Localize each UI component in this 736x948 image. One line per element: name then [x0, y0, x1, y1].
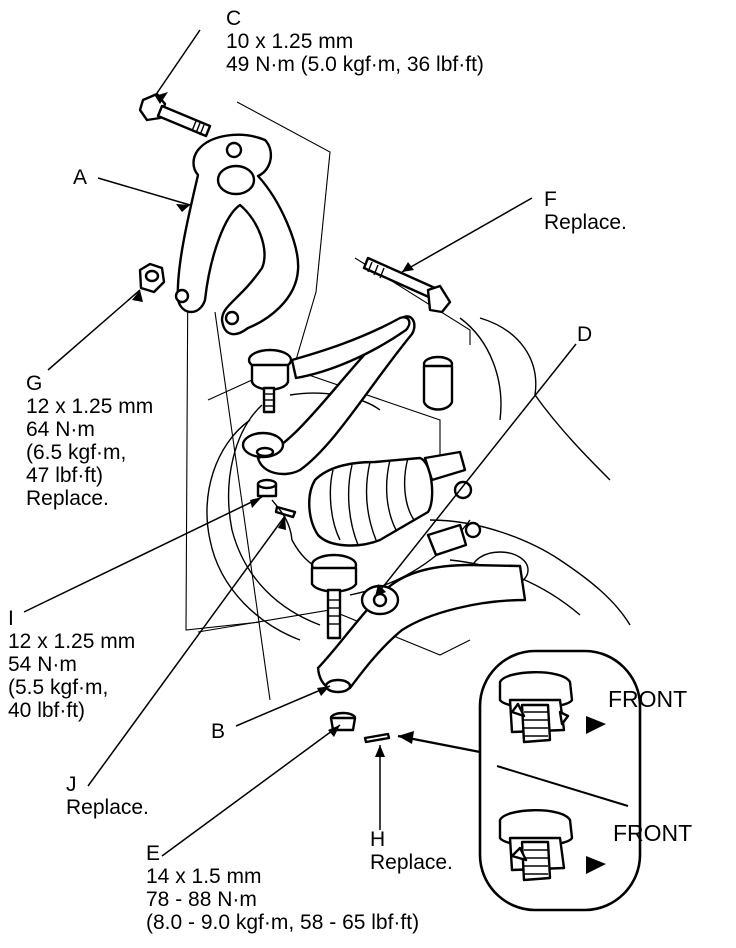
detail-inset [478, 649, 642, 912]
label-g: G 12 x 1.25 mm 64 N·m (6.5 kgf·m, 47 lbf… [26, 372, 153, 510]
detail-arrow [397, 731, 481, 754]
label-g-line-5: Replace. [26, 487, 109, 510]
label-g-line-4: 47 lbf·ft) [26, 464, 104, 487]
label-e: E 14 x 1.5 mm 78 - 88 N·m (8.0 - 9.0 kgf… [146, 842, 419, 934]
label-e-line-3: (8.0 - 9.0 kgf·m, 58 - 65 lbf·ft) [146, 911, 420, 934]
label-f: F Replace. [544, 188, 627, 234]
label-d: D [577, 323, 593, 346]
front-direction-bottom: FRONT [613, 820, 693, 846]
front-direction-top: FRONT [608, 686, 688, 712]
upper-arm-bolt [362, 256, 454, 411]
label-f-letter: F [544, 188, 557, 211]
flange-nut [138, 262, 166, 294]
label-g-letter: G [26, 372, 43, 395]
label-h: H Replace. [370, 828, 453, 874]
upper-arm-bracket [174, 133, 300, 336]
label-g-line-1: 12 x 1.25 mm [26, 395, 154, 418]
label-i-letter: I [8, 607, 14, 630]
label-g-line-3: (6.5 kgf·m, [26, 441, 127, 464]
label-e-line-1: 14 x 1.5 mm [146, 865, 262, 888]
label-e-line-2: 78 - 88 N·m [146, 888, 257, 911]
label-g-line-2: 64 N·m [26, 418, 95, 441]
flange-bolt [138, 92, 212, 138]
label-c: C 10 x 1.25 mm 49 N·m (5.0 kgf·m, 36 lbf… [226, 7, 484, 76]
label-i-line-2: 54 N·m [8, 653, 77, 676]
label-i-line-3: (5.5 kgf·m, [8, 676, 109, 699]
label-h-letter: H [370, 828, 386, 851]
label-j-letter: J [66, 773, 77, 796]
label-j-note: Replace. [66, 796, 149, 819]
label-j: J Replace. [66, 773, 149, 819]
upper-control-arm [241, 315, 416, 476]
label-c-torque: 49 N·m (5.0 kgf·m, 36 lbf·ft) [226, 53, 484, 76]
label-i-line-4: 40 lbf·ft) [8, 699, 86, 722]
label-i-line-1: 12 x 1.25 mm [8, 630, 136, 653]
lower-castle-nut [329, 711, 391, 744]
label-c-letter: C [226, 7, 242, 30]
label-a: A [73, 166, 88, 189]
label-i: I 12 x 1.25 mm 54 N·m (5.5 kgf·m, 40 lbf… [8, 607, 135, 722]
label-e-letter: E [146, 842, 161, 865]
label-h-note: Replace. [370, 851, 453, 874]
label-f-note: Replace. [544, 211, 627, 234]
leader-lines [23, 29, 577, 857]
upper-ball-joint [247, 348, 293, 414]
lower-control-arm [316, 563, 527, 694]
cv-boot [308, 450, 482, 557]
label-b: B [211, 720, 226, 743]
label-c-size: 10 x 1.25 mm [226, 30, 354, 53]
lower-ball-joint [310, 553, 358, 640]
